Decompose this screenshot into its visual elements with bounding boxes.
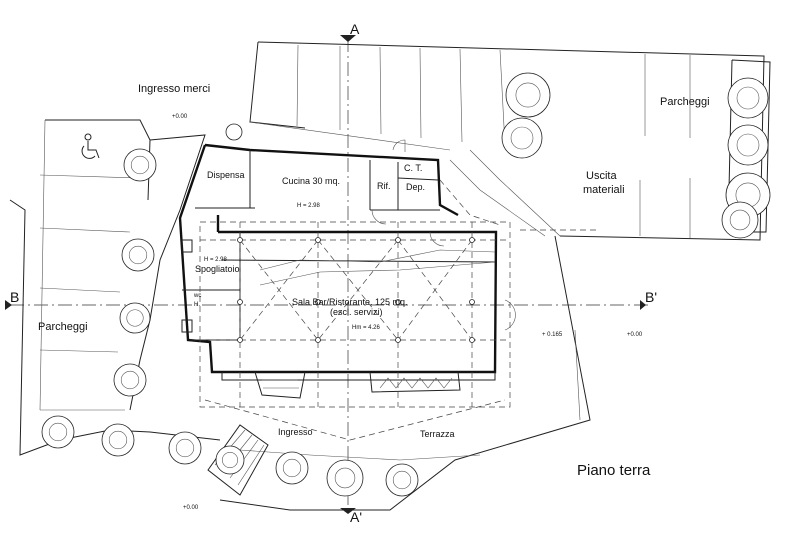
tree-canopy-detail — [729, 209, 751, 231]
tree-icon — [721, 201, 759, 239]
label-ingresso: Ingresso — [278, 427, 313, 437]
tree-icon — [101, 423, 135, 457]
drawing-title: Piano terra — [577, 462, 651, 479]
label-sala: Sala Bar/Ristorante. 125 mq. — [292, 297, 408, 307]
level-bottom: +0.00 — [183, 505, 199, 511]
tree-icon — [727, 124, 769, 166]
label-ingresso-merci: Ingresso merci — [138, 83, 211, 95]
tree-canopy-detail — [282, 458, 302, 478]
height-spogliatoio: H = 2.98 — [204, 257, 227, 263]
tree-canopy-detail — [175, 438, 195, 458]
label-dep: Dep. — [406, 182, 426, 192]
trees — [41, 72, 771, 497]
level-right-b: +0.00 — [627, 332, 643, 338]
section-mark-b-left: B — [10, 289, 20, 305]
accessible-parking-icon — [81, 133, 100, 159]
tree-canopy-detail — [130, 155, 150, 175]
label-ct: C. T. — [404, 163, 423, 173]
tree-canopy-detail — [128, 245, 148, 265]
level-right-a: + 0.165 — [542, 332, 563, 338]
label-uscita: Uscita — [586, 170, 617, 182]
height-sala: Hm = 4.26 — [352, 325, 380, 331]
tree-icon — [41, 415, 75, 449]
tree-icon — [385, 463, 419, 497]
section-markers — [5, 35, 646, 514]
tree-canopy-detail — [120, 370, 140, 390]
label-dispensa: Dispensa — [207, 170, 245, 180]
section-mark-a-bottom: A' — [350, 509, 363, 525]
label-escl-servizi: (escl. servizi) — [330, 307, 383, 317]
label-parcheggi-top: Parcheggi — [660, 96, 710, 108]
label-rif: Rif. — [377, 181, 391, 191]
tree-canopy-detail — [736, 133, 760, 157]
tree-icon — [113, 363, 147, 397]
lot-boundary — [219, 235, 591, 511]
tree-icon — [121, 238, 155, 272]
parking-left — [9, 119, 221, 456]
height-cucina: H = 2.98 — [297, 203, 320, 209]
building-outline — [178, 143, 498, 381]
tree-canopy-detail — [392, 470, 412, 490]
section-mark-a-top: A — [350, 21, 360, 37]
label-terrazza: Terrazza — [420, 429, 455, 439]
label-wc: wc — [194, 293, 202, 299]
tree-icon — [215, 445, 245, 475]
doors-and-stairs — [181, 123, 516, 399]
height-wc: H. — [194, 302, 200, 308]
tree-icon — [168, 431, 202, 465]
tree-icon — [275, 451, 309, 485]
columns — [237, 237, 475, 343]
tree-canopy-detail — [108, 430, 128, 450]
tree-icon — [501, 117, 543, 159]
tree-icon — [505, 72, 551, 118]
tree-canopy-detail — [515, 82, 541, 108]
tree-icon — [119, 302, 151, 334]
tree-canopy-detail — [334, 467, 356, 489]
tree-canopy-detail — [222, 451, 239, 468]
label-cucina: Cucina 30 mq. — [282, 176, 341, 186]
tree-canopy-detail — [736, 86, 760, 110]
tree-canopy-detail — [510, 126, 534, 150]
section-mark-b-right: B' — [645, 289, 658, 305]
tree-canopy-detail — [126, 309, 144, 327]
label-parcheggi-left: Parcheggi — [38, 321, 88, 333]
label-materiali: materiali — [583, 184, 625, 196]
structure-grid — [199, 179, 511, 441]
tree-icon — [727, 77, 769, 119]
round-element — [225, 123, 243, 141]
tree-canopy-detail — [48, 422, 68, 442]
level-top: +0.00 — [172, 114, 188, 120]
tree-icon — [123, 148, 157, 182]
tree-icon — [326, 459, 364, 497]
label-spogliatoio: Spogliatoio — [195, 264, 240, 274]
